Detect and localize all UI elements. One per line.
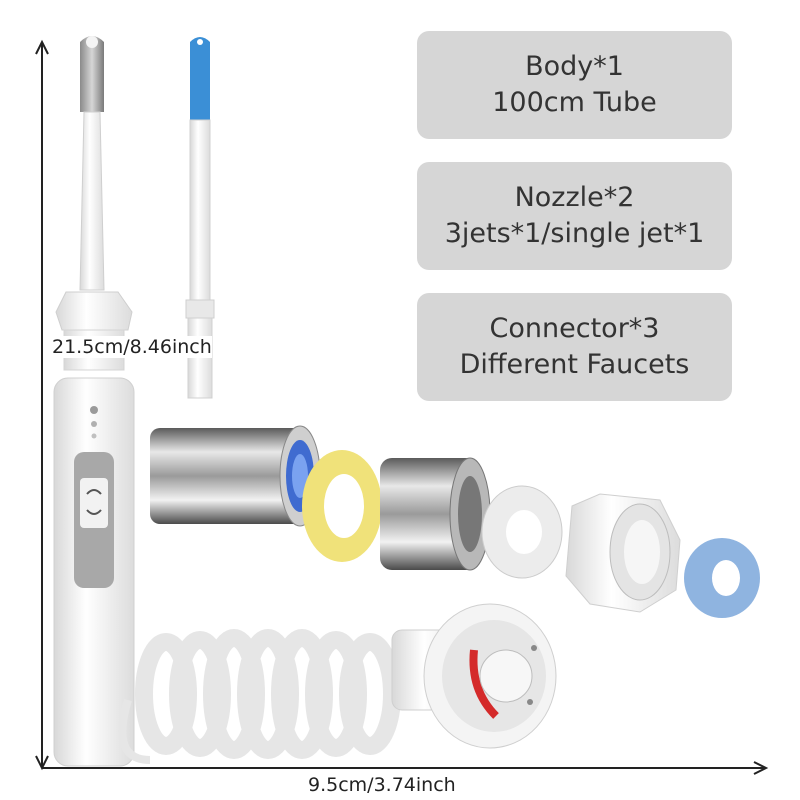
yellow-washer <box>302 450 382 562</box>
nozzle-label-detail: 3jets*1/single jet*1 <box>444 218 705 249</box>
connector-label-detail: Different Faucets <box>459 349 690 380</box>
metal-connector-small <box>380 457 491 571</box>
tube-end <box>118 698 151 764</box>
nozzle-label-box: Nozzle*2 3jets*1/single jet*1 <box>417 162 732 270</box>
single-jet-nozzle <box>185 37 215 399</box>
irrigator-body <box>53 377 135 767</box>
plastic-connector <box>565 493 681 613</box>
width-dimension-line <box>42 761 769 775</box>
valve-connector <box>391 603 557 749</box>
clear-washer <box>481 485 563 579</box>
height-dimension-line <box>35 39 49 771</box>
three-jet-nozzle <box>55 36 133 371</box>
height-dimension-label: 21.5cm/8.46inch <box>52 336 212 358</box>
coiled-tube <box>135 629 401 759</box>
metal-connector-large <box>150 425 321 527</box>
connector-label-box: Connector*3 Different Faucets <box>417 293 732 401</box>
body-label-title: Body*1 <box>525 51 624 82</box>
body-label-box: Body*1 100cm Tube <box>417 31 732 139</box>
blue-washer <box>684 538 760 618</box>
width-dimension-label: 9.5cm/3.74inch <box>308 774 456 796</box>
connector-label-title: Connector*3 <box>489 313 660 344</box>
body-label-detail: 100cm Tube <box>492 87 657 118</box>
nozzle-label-title: Nozzle*2 <box>514 182 635 213</box>
